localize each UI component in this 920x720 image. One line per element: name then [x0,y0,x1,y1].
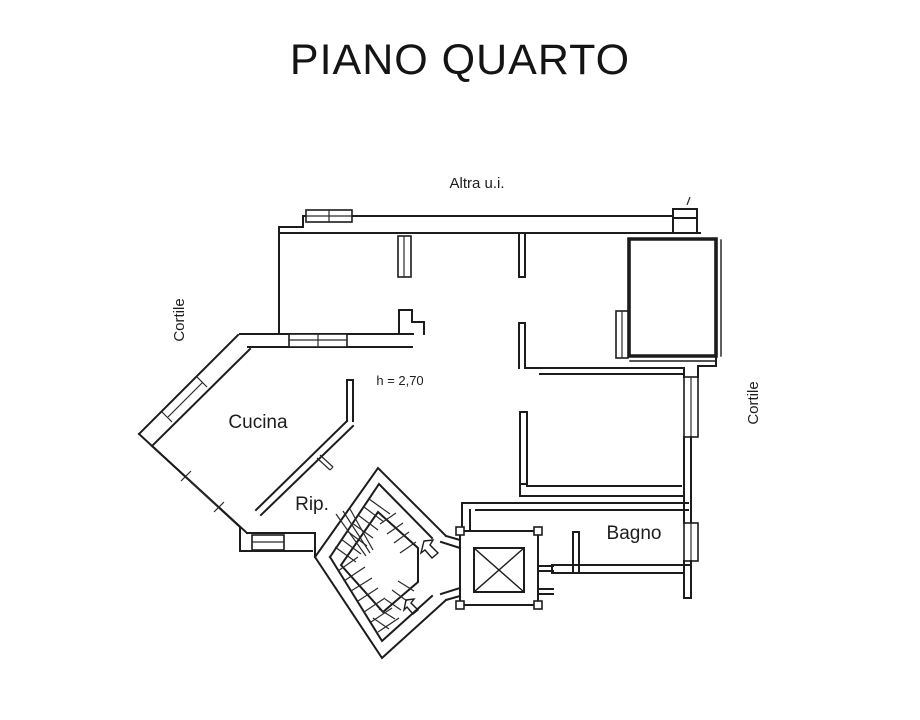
label-altra-ui: Altra u.i. [449,175,504,192]
wall-segment [519,411,528,485]
window-symbol [306,210,352,222]
wall-segment [518,232,526,278]
staircase [313,466,448,660]
wall-step [398,309,425,335]
stair-direction-arrow-icon [419,539,440,559]
right-exterior-wall [683,367,699,599]
label-height-note: h = 2,70 [376,373,423,388]
wall-segment [683,436,692,524]
label-cucina: Cucina [228,412,288,433]
page-title: PIANO QUARTO [289,36,631,84]
stair-slope-lines [335,508,374,557]
wall-pilaster [455,526,465,536]
wall-notch [672,208,698,219]
middle-partitions [518,232,526,369]
stair-landing [339,510,419,614]
wall-segment [518,322,526,369]
wall-pilaster [533,526,543,536]
wall-segment [439,534,462,602]
wall-segment [137,432,241,552]
elevator-shaft-wall [459,530,539,606]
elevator-cross-icon [473,547,525,593]
room-top-right-bold [615,237,722,378]
rip-divider [254,379,355,517]
stair-direction-arrow-icon [402,598,420,615]
stair-steps [372,580,415,630]
door-leaf [316,454,334,471]
stairwell-inner-wall [328,482,434,559]
wall-notch [672,217,698,234]
wall-segment [346,379,354,422]
wall-segment [683,560,692,599]
wall-segment [150,347,252,448]
window-symbol [161,376,208,423]
wall-segment [697,355,717,378]
plan-labels: Altra u.i. Cortile Cortile Cucina h = 2,… [171,175,762,544]
room-top-left [239,226,425,348]
label-bagno: Bagno [607,523,662,544]
wall-segment [519,483,685,497]
wall-pilaster [455,600,465,610]
stairwell-outer-wall [313,466,448,660]
elevator [439,526,554,610]
label-cortile-left: Cortile [171,298,188,341]
window-symbol [180,470,225,513]
label-cortile-right: Cortile [745,381,762,424]
party-wall [278,196,701,234]
wall-pilaster [533,600,543,610]
room-right-middle [519,367,685,497]
wall-segment [537,565,554,595]
stair-steps [337,556,400,633]
wall-segment [259,424,355,517]
label-rip: Rip. [295,494,329,515]
stair-steps [379,512,417,554]
wall-segment [627,237,718,358]
wall-segment [254,419,349,512]
wall-segment [137,333,240,436]
elevator-cab [473,547,525,593]
window-symbol [289,334,347,347]
stairwell-inner-wall [328,555,434,643]
wall-corner [278,215,304,234]
tick-mark [686,196,691,206]
room-cucina [137,333,316,558]
